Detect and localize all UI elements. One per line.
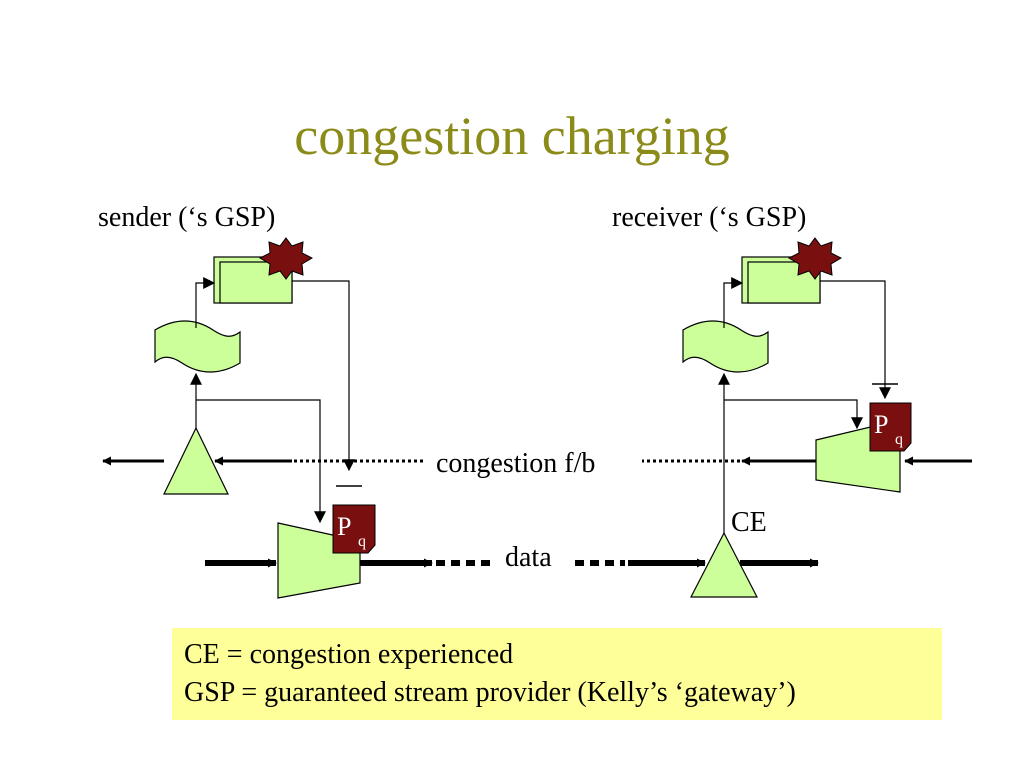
sender-price-tag [332,504,376,554]
receiver-document-icon [682,320,769,373]
sender-congestion-star-icon [258,237,314,280]
receiver-congestion-star-icon [787,237,843,280]
data-label: data [505,542,552,573]
receiver-gsp: receiver (‘s GSP) P q CE [612,202,912,598]
legend-box: CE = congestion experienced GSP = guaran… [172,628,942,720]
sender-document-icon [154,320,241,373]
legend-line-gsp: GSP = guaranteed stream provider (Kelly’… [184,677,796,708]
sender-label: sender (‘s GSP) [98,202,275,233]
receiver-label: receiver (‘s GSP) [612,202,806,233]
sender-price-P: P [337,512,351,541]
data-path: data [205,542,819,573]
sender-price-q: q [358,533,366,550]
receiver-price-q: q [895,431,903,448]
receiver-price-tag [869,402,912,452]
feedback-label: congestion f/b [436,448,595,479]
congestion-feedback-path: congestion f/b [102,448,972,479]
ce-label: CE [731,507,767,538]
slide-title: congestion charging [294,106,730,166]
legend-line-ce: CE = congestion experienced [184,639,514,670]
sender-triangle-node [163,426,229,495]
sender-gsp: sender (‘s GSP) P q [98,202,376,599]
receiver-price-P: P [874,410,888,439]
